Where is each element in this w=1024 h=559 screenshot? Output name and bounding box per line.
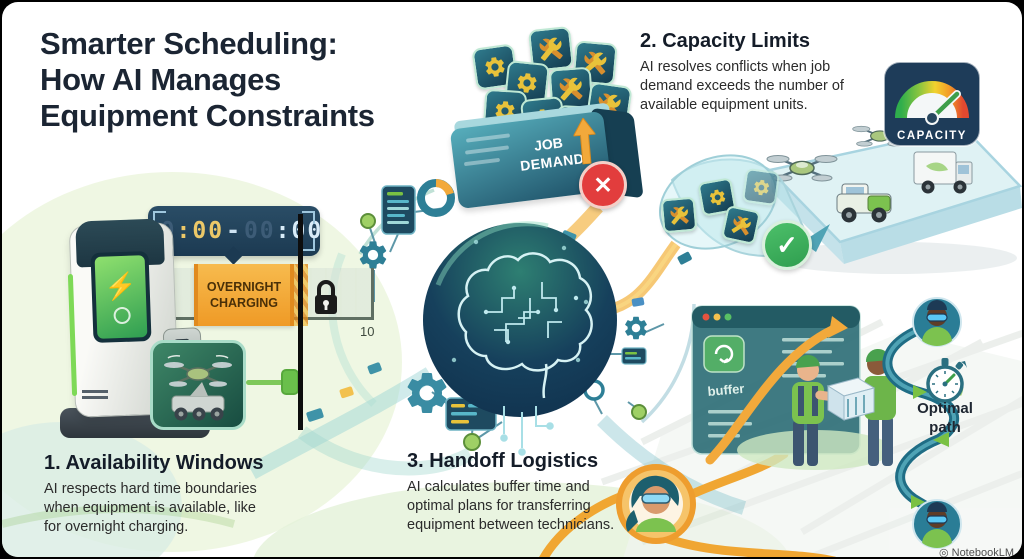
gear-icon [750, 176, 771, 197]
tools-icon [538, 36, 564, 62]
circuit-drops [500, 406, 554, 456]
technician-node-top [912, 297, 962, 347]
tools-icon [558, 76, 584, 102]
clock-bracket [302, 238, 315, 251]
technician-node-bottom [912, 499, 962, 549]
watermark: ◎ NotebookLM [938, 547, 1014, 557]
check-icon: ✓ [762, 220, 812, 270]
equipment-box-icon [826, 377, 876, 421]
goggles-icon [641, 493, 671, 504]
hard-boundary-line [298, 214, 303, 430]
clock-separator: - [226, 218, 242, 244]
window-dot-yellow [713, 313, 721, 321]
technician-female-node [616, 464, 696, 544]
error-x-icon: ✕ [579, 161, 627, 209]
availability-body: AI respects hard time boundaries when eq… [44, 481, 257, 535]
charger-vent [82, 396, 108, 399]
truck-icon [836, 183, 892, 223]
handoff-scene: buffer [691, 305, 896, 470]
charger-vent [82, 390, 108, 393]
tools-tile [660, 196, 698, 234]
network-nodes [360, 213, 647, 451]
gauge-needle [925, 90, 961, 125]
drone-on-rover-icon [164, 355, 232, 421]
lock-icon [315, 280, 337, 314]
van-icon [913, 151, 973, 194]
donut-chart-icon [417, 179, 455, 217]
route-arrow-icon [913, 385, 927, 399]
teal-blob [2, 422, 182, 557]
tools-tile [720, 204, 762, 246]
timeline-tick-right [371, 268, 374, 320]
clock-minutes-start: :00 [176, 218, 225, 244]
capacity-platform [766, 125, 1022, 274]
gear-tile [741, 167, 781, 207]
lightning-icon: ⚡ [103, 269, 138, 302]
window-dot-red [702, 313, 710, 321]
clock-bracket [302, 211, 315, 224]
clock-bracket [153, 211, 166, 224]
timeline-end-label: 10 [360, 324, 375, 339]
node-dots [451, 239, 589, 363]
arrow-up-icon [572, 117, 597, 165]
route-arrow-icon [911, 495, 925, 509]
optimal-path-label: Optimal path [917, 400, 973, 436]
clock-hours-end: 00 [243, 218, 276, 244]
ai-brain [423, 221, 617, 456]
drone-icon [766, 155, 838, 182]
capacity-heading: 2. Capacity Limits [640, 30, 811, 52]
gear-icon [481, 53, 508, 80]
data-packets [306, 230, 692, 422]
page-title: Smarter Scheduling: How AI Manages Equip… [40, 26, 375, 133]
gear-icon [706, 186, 728, 208]
availability-heading: 1. Availability Windows [44, 452, 264, 474]
buffer-label: buffer [707, 381, 745, 399]
gauge-label: CAPACITY [897, 130, 967, 142]
window-dot-green [724, 313, 732, 321]
buffer-clock-icon [714, 344, 734, 364]
tools-icon [730, 214, 753, 237]
optimal-route [882, 297, 967, 549]
time-window-display: 00 :00 - 00 :00 [145, 206, 321, 265]
tools-icon [669, 205, 690, 226]
circuit-brain-icon [457, 252, 593, 399]
handoff-heading: 3. Handoff Logistics [407, 450, 599, 472]
refresh-icon [112, 306, 131, 324]
buffer-tile [703, 335, 745, 373]
overnight-charging-block: OVERNIGHT CHARGING [194, 264, 294, 326]
route-arrow [705, 316, 848, 465]
drone-equipment-tile [150, 340, 246, 430]
charger-screen: ⚡ [90, 251, 152, 343]
route-arrow-icon [933, 432, 949, 447]
stopwatch-icon [926, 358, 967, 403]
watermark-logo-icon: ◎ [938, 547, 952, 557]
handoff-body: AI calculates buffer time and optimal pl… [407, 479, 615, 533]
capacity-body: AI resolves conflicts when job demand ex… [640, 59, 844, 113]
capacity-gauge: CAPACITY [883, 61, 981, 147]
